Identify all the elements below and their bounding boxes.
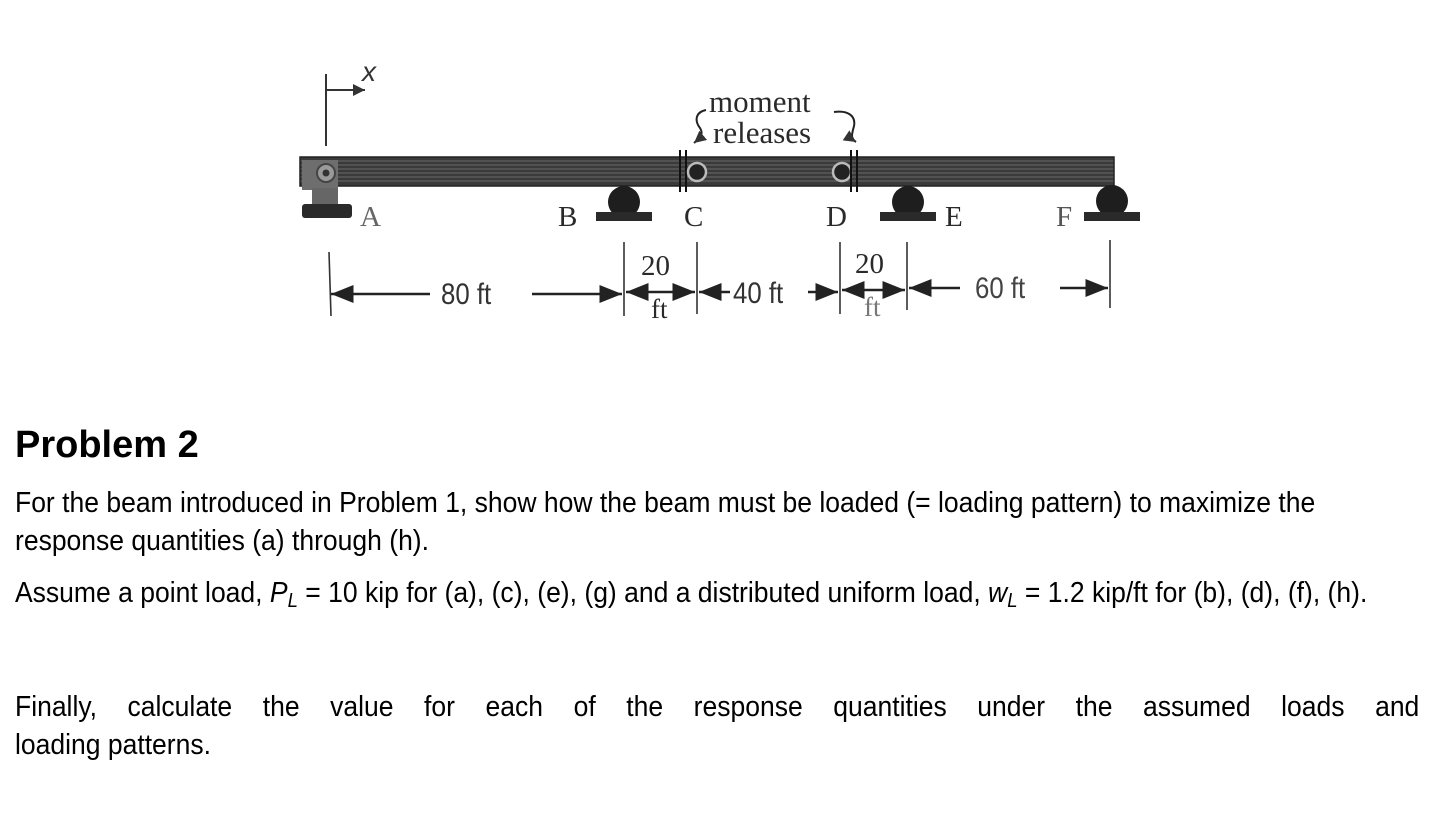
dimension-value-de: 20 [855, 248, 884, 280]
distributed-load-symbol: w [988, 577, 1008, 609]
x-axis-indicator [325, 74, 365, 146]
point-label-e: E [945, 201, 963, 233]
roller-support-e [880, 186, 936, 221]
beam-drawing [299, 74, 1140, 317]
beam-diagram: x moment releases A B C D E F 80 ft 20 f… [0, 0, 1440, 360]
problem-paragraph-2: Assume a point load, PL = 10 kip for (a)… [15, 574, 1419, 620]
point-label-d: D [826, 201, 847, 233]
dimension-unit-bc: ft [651, 294, 668, 324]
moment-release-c [679, 150, 708, 192]
moment-release-d [831, 150, 858, 192]
dimension-label-cd: 40 ft [733, 277, 784, 310]
moment-release-pointers [693, 109, 857, 144]
moment-releases-label-line2: releases [713, 115, 812, 150]
paragraph-3-line-2: loading patterns. [15, 729, 211, 761]
dimension-label-ef: 60 ft [975, 272, 1026, 305]
problem-paragraph-3: Finally, calculate the value for each of… [15, 688, 1419, 764]
point-label-c: C [684, 201, 704, 233]
problem-title: Problem 2 [15, 424, 199, 466]
paragraph-2-text-1: Assume a point load, [15, 577, 270, 609]
x-axis-label: x [362, 56, 376, 87]
dimension-unit-de: ft [864, 292, 881, 322]
point-label-a: A [360, 201, 381, 233]
paragraph-2-text-2: = 10 kip for (a), (c), (e), (g) and a di… [297, 577, 989, 609]
dimension-extension-lines [328, 240, 1111, 317]
dimension-arrows [331, 279, 1108, 303]
distributed-load-subscript: L [1007, 589, 1018, 612]
paragraph-3-line-1: Finally, calculate the value for each of… [15, 691, 1420, 723]
moment-releases-label-line1: moment [709, 84, 811, 119]
dimension-label-ab: 80 ft [441, 278, 492, 311]
pin-support-a [302, 160, 352, 218]
point-load-subscript: L [287, 589, 298, 612]
point-load-symbol: P [269, 577, 288, 609]
beam [299, 156, 1115, 187]
paragraph-2-text-3: = 1.2 kip/ft for (b), (d), (f), (h). [1017, 577, 1368, 609]
point-label-f: F [1056, 201, 1073, 233]
point-label-b: B [558, 201, 578, 233]
roller-support-b [596, 186, 652, 221]
roller-support-f [1084, 185, 1140, 221]
problem-paragraph-1: For the beam introduced in Problem 1, sh… [15, 487, 1316, 557]
dimension-value-bc: 20 [641, 250, 670, 282]
